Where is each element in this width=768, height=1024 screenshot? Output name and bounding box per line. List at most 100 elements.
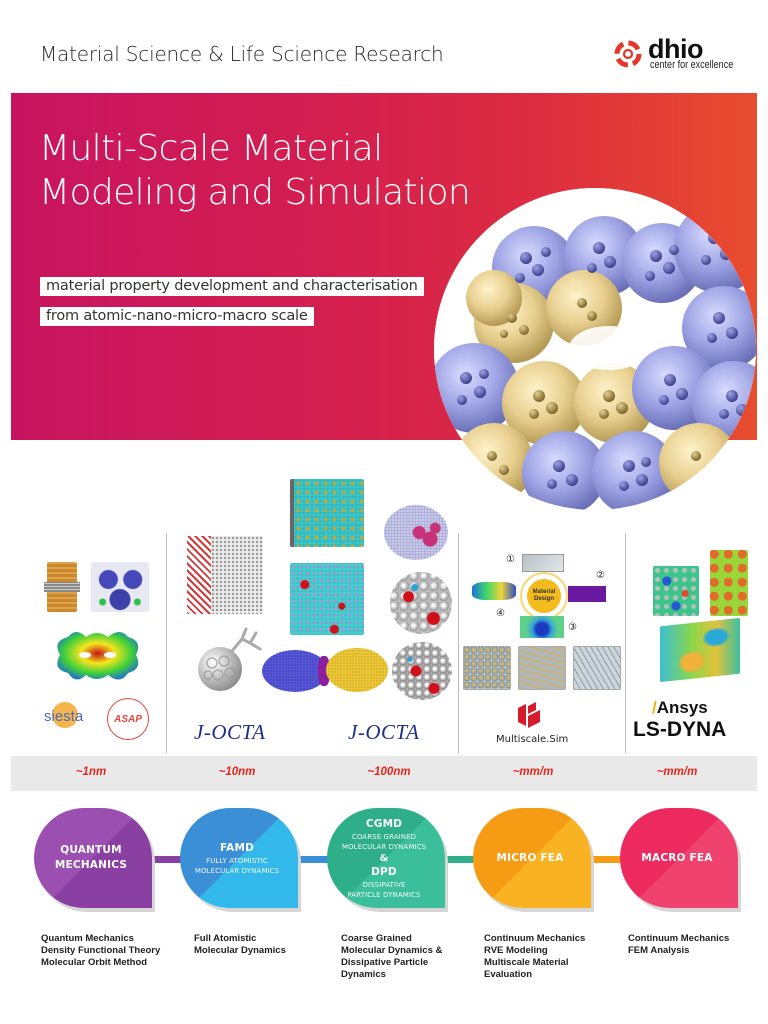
hero-tagline-2: from atomic-nano-micro-macro scale [40,307,314,326]
description-line: Quantum Mechanics [41,933,134,944]
timeline-subtitle: FULLY ATOMISTIC [206,856,268,865]
timeline-cgmd-dpd[interactable]: CGMD COARSE GRAINED MOLECULAR DYNAMICS &… [327,808,445,908]
asap-logo-text: ASAP [114,713,142,725]
description-line: Coarse Grained [341,933,412,944]
timeline-subtitle: MOLECULAR DYNAMICS [194,866,280,875]
description-line: FEM Analysis [628,945,690,956]
cycle-step-3: ③ [568,622,577,633]
scale-label-mm-m-micro: ~mm/m [512,766,554,778]
logo-tagline: center for excellence [650,59,734,71]
cgmd-cube-image [290,479,364,547]
composite-rve-image-1 [463,646,511,690]
ansys-logo[interactable]: /Ansys [652,698,708,718]
ls-dyna-logo[interactable]: LS-DYNA [633,718,727,741]
scale-label-100nm: ~100nm [367,766,411,778]
dpd-cube-image [290,563,364,635]
material-design-cycle: Material Design ① ② ③ ④ [472,554,616,638]
timeline-title: DPD [371,865,397,878]
description-cgmd-dpd: Coarse Grained Molecular Dynamics & Diss… [341,933,442,981]
timeline-quantum-mechanics[interactable]: QUANTUM MECHANICS [34,808,152,908]
polymer-cluster-image [384,505,448,560]
timeline-macro-fea[interactable]: MACRO FEA [620,808,738,908]
asap-logo[interactable]: ASAP [107,698,149,740]
hero-title: Multi-Scale Material Modeling and Simula… [39,127,471,215]
timeline-title: FAMD [219,841,255,854]
jocta-logo-text: J-OCTA [348,720,420,744]
timeline-title: QUANTUM [60,844,122,856]
timeline-connector [588,856,624,863]
description-line: Molecular Dynamics [194,945,286,956]
fea-block-image-1 [653,566,699,616]
column-divider [166,533,167,753]
description-line: Full Atomistic [194,933,257,944]
hero-tagline-1: material property development and charac… [40,277,424,296]
timeline-title: MECHANICS [54,859,128,871]
timeline-subtitle: DISSIPATIVE [362,880,406,889]
ansys-logo-text: Ansys [656,698,708,717]
hero-title-line-2: Modeling and Simulation [39,172,471,213]
bead-sphere-image-1 [390,572,452,634]
description-line: Continuum Mechanics [484,933,586,944]
siesta-logo[interactable]: siesta [44,702,94,732]
electron-density-image [91,562,149,612]
description-famd: Full Atomistic Molecular Dynamics [194,933,286,957]
cycle-step-1: ① [506,554,515,565]
timeline-micro-fea[interactable]: MICRO FEA [473,808,591,908]
timeline-connector [443,856,477,863]
timeline-subtitle: COARSE GRAINED [351,832,417,841]
description-macro-fea: Continuum Mechanics FEM Analysis [628,933,729,957]
multiscale-sim-logo[interactable]: Multiscale.Sim [496,734,569,745]
description-line: Dynamics [341,969,386,980]
page-header-title: Material Science & Life Science Research [40,42,444,66]
micelle-collision-image [262,648,388,694]
scale-label-mm-m-macro: ~mm/m [656,766,698,778]
timeline-ampersand: & [379,852,389,864]
dhio-target-icon [614,40,642,68]
hero-title-line-1: Multi-Scale Material [39,128,383,169]
column-divider [458,533,459,753]
jocta-logo[interactable]: J-OCTA [348,720,419,745]
timeline-subtitle: MOLECULAR DYNAMICS [341,842,427,851]
scale-label-10nm: ~10nm [218,766,256,778]
description-line: Multiscale Material [484,957,569,968]
timeline-title: CGMD [365,817,403,830]
material-design-center: Material Design [527,579,561,613]
ansys-slash-icon: / [652,698,657,717]
molecular-orbital-image [57,632,139,680]
description-line: Density Functional Theory [41,945,161,956]
fea-beam-image [660,617,740,683]
timeline-connector [295,856,331,863]
interface-atomistic-image [187,536,263,614]
layered-crystal-image [44,562,80,612]
description-line: Evaluation [484,969,533,980]
logo-wordmark: dhio [648,34,703,64]
hero-molecular-image [434,188,756,510]
timeline-title: MACRO FEA [641,851,713,864]
dhio-logo[interactable]: dhio center for excellence [614,34,764,74]
timeline-famd[interactable]: FAMD FULLY ATOMISTIC MOLECULAR DYNAMICS [180,808,298,908]
description-micro-fea: Continuum Mechanics RVE Modeling Multisc… [484,933,585,981]
siesta-logo-text: siesta [44,708,84,725]
timeline-subtitle: PARTICLE DYNAMICS [347,890,421,899]
column-divider [625,533,626,753]
scale-band: ~1nm ~10nm ~100nm ~mm/m ~mm/m [11,756,757,791]
cycle-step-4: ④ [496,608,505,619]
cycle-step-2: ② [596,570,605,581]
description-line: Continuum Mechanics [628,933,730,944]
description-line: Molecular Dynamics & [341,945,443,956]
timeline-connector [150,856,184,863]
composite-rve-image-2 [518,646,566,690]
scale-label-1nm: ~1nm [75,766,107,778]
description-line: Dissipative Particle [341,957,429,968]
composite-rve-image-3 [573,646,621,690]
jocta-logo-text: J-OCTA [194,720,266,744]
multiscale-sim-logo-icon [518,702,540,728]
timeline-title: MICRO FEA [496,851,564,864]
bead-sphere-image-2 [392,642,452,700]
description-line: Molecular Orbit Method [41,957,148,968]
fullerene-image [198,627,262,691]
description-quantum: Quantum Mechanics Density Functional The… [41,933,160,969]
jocta-logo[interactable]: J-OCTA [194,720,265,745]
description-line: RVE Modeling [484,945,548,956]
fea-block-image-2 [710,550,748,616]
